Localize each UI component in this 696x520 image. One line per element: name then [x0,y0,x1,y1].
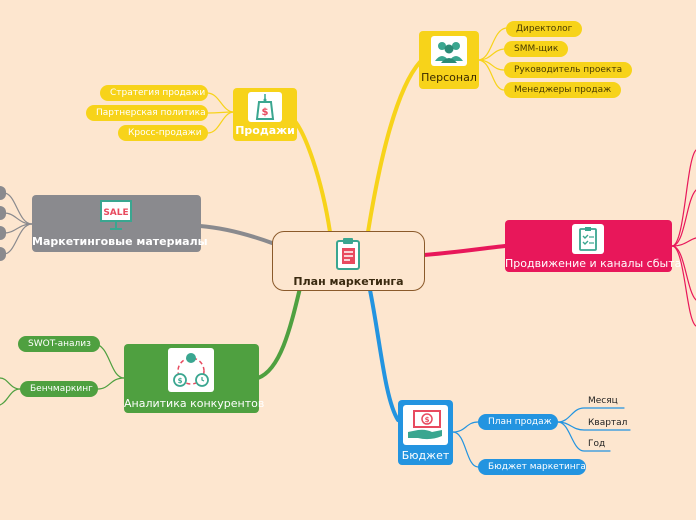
sales-item[interactable]: Стратегия продажи [100,85,208,101]
personnel-item[interactable]: Менеджеры продаж [504,82,622,98]
clipboard-document-icon [331,237,365,271]
branch-marketing-materials-label: Маркетинговые материалы [32,235,208,248]
branch-promotion-label: Продвижение и каналы сбыта [505,257,682,270]
sales-plan-subitem[interactable]: Год [588,439,606,449]
materials-subtopic-dot[interactable] [0,226,6,240]
competitor-cycle-icon: $ [168,348,214,392]
sales-item[interactable]: Партнерская политика [86,105,208,121]
analytics-item[interactable]: Бенчмаркинг [20,381,98,397]
analytics-item[interactable]: SWOT-анализ [18,336,100,352]
branch-promotion-channels[interactable]: Продвижение и каналы сбыта [505,220,682,272]
personnel-item[interactable]: Руководитель проекта [504,62,633,78]
materials-subtopic-dot[interactable] [0,186,6,200]
central-topic[interactable]: План маркетинга [272,231,425,291]
svg-text:$: $ [424,416,429,424]
branch-sales[interactable]: $ Продажи [233,88,297,141]
branch-analytics-label: Аналитика конкурентов [124,397,265,410]
sale-sign-icon: SALE [97,199,135,231]
budget-item-marketing-budget[interactable]: Бюджет маркетинга [478,459,586,475]
branch-personnel-label: Персонал [421,71,477,84]
personnel-item[interactable]: SMM-щик [504,41,569,57]
svg-text:$: $ [262,107,269,118]
svg-text:SALE: SALE [103,208,128,218]
price-tag-dollar-icon: $ [248,92,282,122]
sales-item[interactable]: Кросс-продажи [118,125,208,141]
sales-plan-subitem[interactable]: Месяц [588,396,618,406]
sales-plan-subitem[interactable]: Квартал [588,418,628,428]
branch-marketing-materials[interactable]: SALE Маркетинговые материалы [32,195,208,252]
svg-text:$: $ [178,377,183,385]
branch-sales-label: Продажи [235,124,295,137]
budget-item-sales-plan[interactable]: План продаж [478,414,558,430]
central-topic-label: План маркетинга [293,275,404,288]
materials-subtopic-dot[interactable] [0,247,6,261]
branch-competitor-analytics[interactable]: $ Аналитика конкурентов [124,344,265,413]
money-hand-icon: $ [403,405,448,445]
team-people-icon [431,36,467,66]
personnel-item[interactable]: Директолог [506,21,583,37]
checklist-icon [572,224,604,254]
branch-budget[interactable]: $ Бюджет [398,400,453,465]
branch-budget-label: Бюджет [401,449,450,462]
branch-personnel[interactable]: Персонал [419,31,479,89]
materials-subtopic-dot[interactable] [0,206,6,220]
